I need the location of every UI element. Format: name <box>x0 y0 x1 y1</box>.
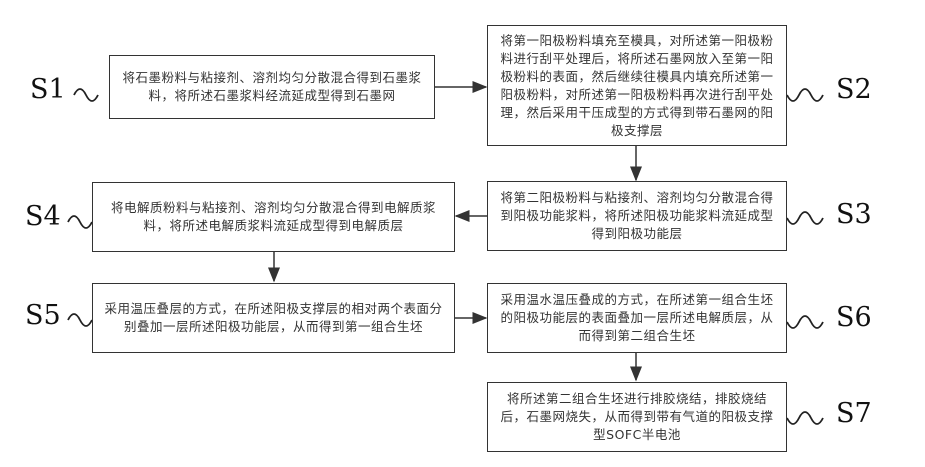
step-text-s6: 采用温水温压叠成的方式，在所述第一组合生坯的阳极功能层的表面叠加一层所述电解质层… <box>496 291 778 345</box>
step-label-s1: S1 <box>30 74 66 105</box>
step-label-s4: S4 <box>25 201 61 232</box>
leader-s7 <box>787 412 823 424</box>
step-text-s2: 将第一阳极粉料填充至模具，对所述第一阳极粉料进行刮平处理后，将所述石墨网放入至第… <box>496 32 778 140</box>
leader-s5 <box>68 314 92 326</box>
step-label-s6: S6 <box>836 302 872 333</box>
step-label-s3: S3 <box>836 199 872 230</box>
step-text-s1: 将石墨粉料与粘接剂、溶剂均匀分散混合得到石墨浆料，将所述石墨浆料经流延成型得到石… <box>118 69 426 105</box>
step-box-s6: 采用温水温压叠成的方式，在所述第一组合生坯的阳极功能层的表面叠加一层所述电解质层… <box>487 283 787 353</box>
step-label-s5: S5 <box>25 300 61 331</box>
step-box-s3: 将第二阳极粉料与粘接剂、溶剂均匀分散混合得到阳极功能浆料，将所述阳极功能浆料流延… <box>487 181 787 251</box>
leader-s3 <box>787 212 823 224</box>
step-label-s7: S7 <box>836 398 872 429</box>
step-box-s2: 将第一阳极粉料填充至模具，对所述第一阳极粉料进行刮平处理后，将所述石墨网放入至第… <box>487 25 787 146</box>
step-label-s2: S2 <box>836 74 872 105</box>
step-box-s7: 将所述第二组合生坯进行排胶烧结，排胶烧结后，石墨网烧失，从而得到带有气道的阳极支… <box>487 382 787 452</box>
step-box-s4: 将电解质粉料与粘接剂、溶剂均匀分散混合得到电解质浆料，将所述电解质浆料流延成型得… <box>92 182 455 252</box>
leader-s1 <box>74 89 98 101</box>
step-box-s5: 采用温压叠层的方式，在所述阳极支撑层的相对两个表面分别叠加一层所述阳极功能层，从… <box>92 283 455 353</box>
step-text-s3: 将第二阳极粉料与粘接剂、溶剂均匀分散混合得到阳极功能浆料，将所述阳极功能浆料流延… <box>496 189 778 243</box>
step-text-s7: 将所述第二组合生坯进行排胶烧结，排胶烧结后，石墨网烧失，从而得到带有气道的阳极支… <box>496 390 778 444</box>
step-box-s1: 将石墨粉料与粘接剂、溶剂均匀分散混合得到石墨浆料，将所述石墨浆料经流延成型得到石… <box>109 55 435 119</box>
leader-s2 <box>787 89 823 101</box>
leader-s4 <box>68 216 92 228</box>
step-text-s5: 采用温压叠层的方式，在所述阳极支撑层的相对两个表面分别叠加一层所述阳极功能层，从… <box>101 300 446 336</box>
leader-s6 <box>787 316 823 328</box>
step-text-s4: 将电解质粉料与粘接剂、溶剂均匀分散混合得到电解质浆料，将所述电解质浆料流延成型得… <box>101 199 446 235</box>
